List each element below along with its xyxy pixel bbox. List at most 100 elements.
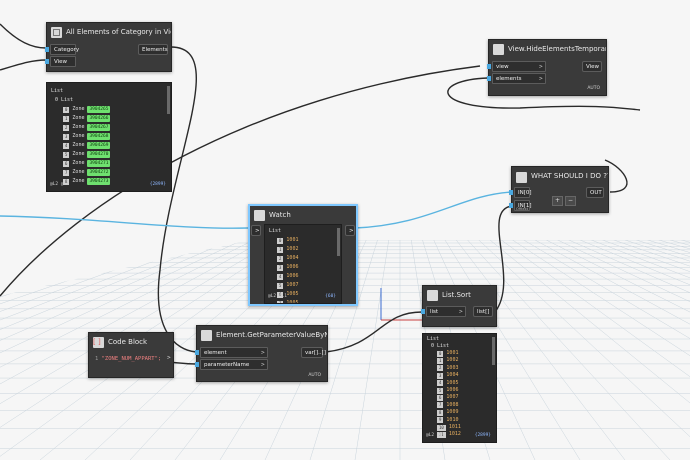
output-var[interactable]: var[]..[] xyxy=(301,347,326,358)
node-python-script[interactable]: WHAT SHOULD I DO ????▲ IN[0] IN[1] +− OU… xyxy=(509,166,609,213)
scrollbar[interactable] xyxy=(492,337,495,365)
preview-footer: @L2 @L1{2899} xyxy=(426,433,491,438)
input-category[interactable]: Category xyxy=(45,44,79,55)
list-icon xyxy=(427,290,438,301)
list-header: List xyxy=(427,336,440,342)
wire-view-to-hide xyxy=(0,65,481,297)
input-in0[interactable]: IN[0] xyxy=(509,187,532,198)
scrollbar[interactable] xyxy=(337,228,340,256)
output-view[interactable]: View xyxy=(582,61,602,72)
preview-footer: @L2 @L1{2899} xyxy=(50,182,166,187)
watch-icon xyxy=(254,210,265,221)
code-text[interactable]: "ZONE_NUM_APPART"; xyxy=(101,356,162,362)
output-elements[interactable]: Elements xyxy=(138,44,168,55)
python-icon xyxy=(516,171,527,183)
wires-selected xyxy=(0,191,513,229)
wire-into-watch xyxy=(0,215,249,229)
input-list[interactable]: list> xyxy=(421,306,466,317)
output-port[interactable]: > xyxy=(345,225,355,236)
node-all-elements-of-category[interactable]: All Elements of Category in View Categor… xyxy=(45,22,172,72)
wire-topleft xyxy=(0,23,47,49)
category-icon xyxy=(51,27,62,38)
wire-getparam-to-sort xyxy=(325,311,423,353)
input-view[interactable]: view> xyxy=(487,61,546,72)
item-count: {2899} xyxy=(474,433,491,438)
input-in1[interactable]: IN[1] xyxy=(509,200,532,211)
input-element[interactable]: element> xyxy=(195,347,268,358)
node-title: Watch xyxy=(269,211,291,219)
code-braces-icon: [ ] xyxy=(93,337,104,348)
output-out[interactable]: OUT xyxy=(586,187,604,198)
lacing-mode[interactable]: AUTO xyxy=(587,86,600,91)
node-code-block[interactable]: [ ] Code Block 1 "ZONE_NUM_APPART"; > xyxy=(88,332,174,378)
wire-sort-to-python xyxy=(494,205,513,313)
list-header: List xyxy=(269,228,282,234)
input-port[interactable]: > xyxy=(251,225,261,236)
wire-python-out xyxy=(604,159,628,193)
input-elements[interactable]: elements> xyxy=(487,73,546,84)
code-editor[interactable]: 1 "ZONE_NUM_APPART"; xyxy=(95,356,161,362)
node-title: All Elements of Category in View xyxy=(66,28,171,36)
scrollbar[interactable] xyxy=(167,86,170,114)
output-port[interactable]: > xyxy=(166,355,171,361)
output-list[interactable]: list[] xyxy=(473,306,493,317)
item-count: {2899} xyxy=(149,182,166,187)
remove-input-button[interactable]: − xyxy=(565,196,576,206)
node-title: List.Sort xyxy=(442,291,471,299)
wire-watch-to-python xyxy=(354,191,513,229)
preview-footer: @L2 @L1{60} xyxy=(268,294,336,299)
input-view[interactable]: View xyxy=(45,56,76,67)
node-get-parameter-value-by-name[interactable]: Element.GetParameterValueByName element>… xyxy=(195,325,328,382)
node-title: Code Block xyxy=(108,338,148,346)
list-header: List xyxy=(51,88,64,94)
sublist-header: 0 List xyxy=(55,97,74,103)
lacing-mode[interactable]: AUTO xyxy=(308,373,321,378)
wires xyxy=(0,23,641,365)
wire-hide-elements xyxy=(447,77,641,111)
status-text: Offtext xyxy=(516,207,529,211)
sublist-header: 0 List xyxy=(431,343,450,349)
wire-left-view xyxy=(0,59,47,71)
node-view-hide-elements-temporary[interactable]: View.HideElementsTemporary view> element… xyxy=(487,39,607,96)
item-count: {60} xyxy=(325,294,336,299)
element-icon xyxy=(201,330,212,341)
node-list-sort[interactable]: List.Sort list> list[] xyxy=(421,285,497,327)
node-title: WHAT SHOULD I DO ???? xyxy=(531,172,608,180)
node-title: Element.GetParameterValueByName xyxy=(216,331,327,339)
add-input-button[interactable]: + xyxy=(552,196,563,206)
view-icon xyxy=(493,44,504,55)
line-number: 1 xyxy=(95,356,99,362)
input-parameter-name[interactable]: parameterName> xyxy=(195,359,268,370)
